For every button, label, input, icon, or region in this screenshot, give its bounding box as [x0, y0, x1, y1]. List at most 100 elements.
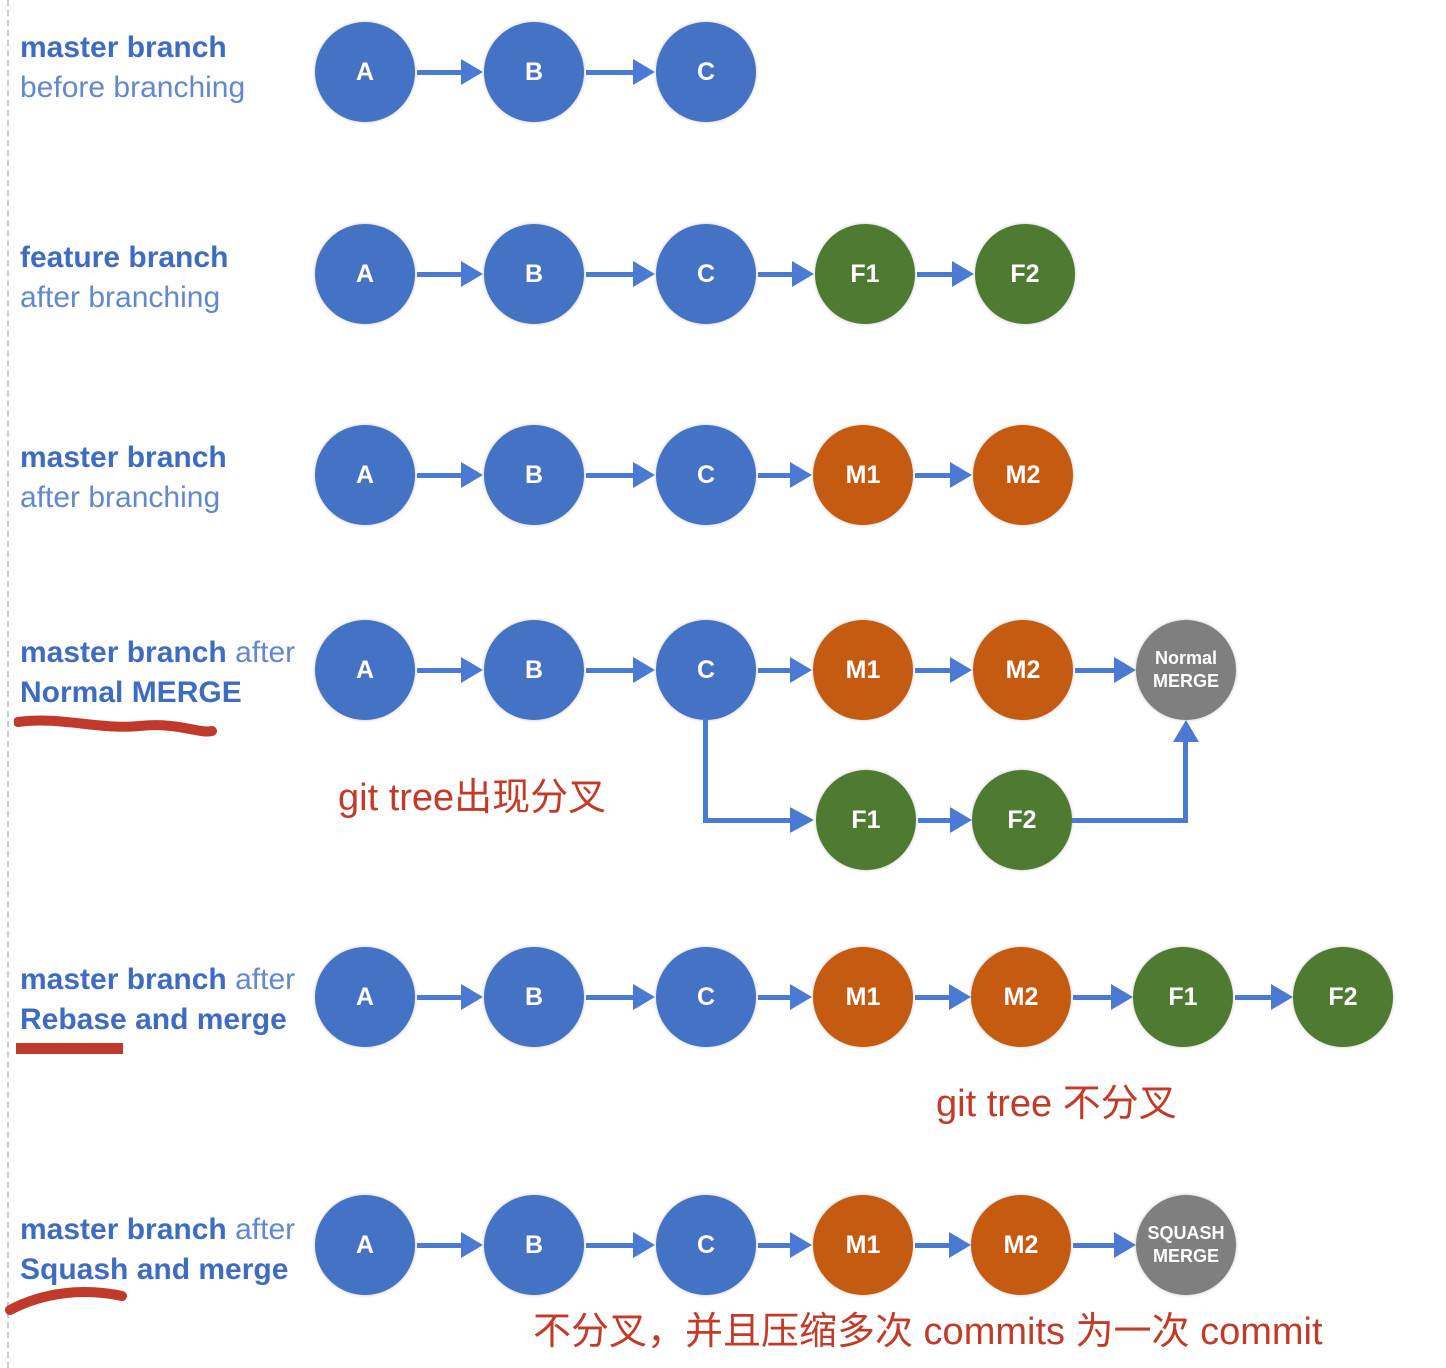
arrow-right-icon [758, 462, 812, 488]
arrow-right-icon [758, 261, 814, 287]
arrowhead-up-icon [1173, 720, 1199, 742]
commit-node-b: B [484, 620, 584, 720]
row-title-normal-merge: master branch after Normal MERGE [20, 633, 295, 713]
arrowhead-right-icon [790, 807, 814, 833]
node-label: M2 [1005, 655, 1041, 684]
commit-node-b: B [484, 425, 584, 525]
arrow-right-icon [586, 1232, 655, 1258]
title-regular: before branching [20, 71, 246, 104]
node-label: M1 [845, 982, 881, 1011]
arrow-right-icon [758, 984, 812, 1010]
arrow-right-icon [586, 984, 655, 1010]
fork-connector-down [703, 718, 708, 822]
node-label: M1 [845, 460, 881, 489]
commit-node-a: A [315, 22, 415, 122]
commit-node-f2: F2 [975, 224, 1075, 324]
title-regular: after [235, 636, 296, 669]
commit-node-c: C [656, 224, 756, 324]
node-label: M2 [1003, 1230, 1039, 1259]
node-label: F1 [850, 259, 880, 288]
row-title-feature-after: feature branch after branching [20, 238, 228, 318]
commit-node-a: A [315, 1195, 415, 1295]
title-bold: master branch [20, 963, 227, 996]
arrow-right-icon [586, 261, 655, 287]
title-bold: master branch [20, 441, 227, 474]
commit-node-a: A [315, 425, 415, 525]
merge-label-line1: Normal [1154, 648, 1217, 668]
annotation-fork: git tree出现分叉 [338, 777, 607, 819]
arrow-right-icon [917, 261, 974, 287]
merge-connector-up [1183, 740, 1188, 822]
node-label: F2 [1328, 982, 1358, 1011]
red-underline-bar [16, 1043, 123, 1054]
node-label: F1 [1168, 982, 1198, 1011]
row-title-master-after: master branch after branching [20, 438, 227, 518]
title-regular: after [235, 963, 296, 996]
fork-connector-across [703, 818, 791, 823]
arrow-right-icon [417, 261, 483, 287]
node-label: A [355, 460, 375, 489]
title-bold: Normal MERGE [20, 676, 242, 709]
commit-node-c: C [656, 947, 756, 1047]
arrow-right-icon [1073, 1232, 1136, 1258]
arrow-right-icon [417, 984, 483, 1010]
annotation-no-fork: git tree 不分叉 [936, 1083, 1177, 1125]
node-label: A [355, 259, 375, 288]
node-label: B [524, 460, 544, 489]
row-title-squash-merge: master branch after Squash and merge [20, 1210, 295, 1290]
commit-node-c: C [656, 425, 756, 525]
node-label: A [355, 1230, 375, 1259]
merge-label-line2: MERGE [1152, 671, 1219, 691]
commit-node-f1: F1 [816, 770, 916, 870]
node-label: M2 [1005, 460, 1041, 489]
title-bold: Squash and merge [20, 1253, 289, 1286]
merge-label-line2: MERGE [1152, 1246, 1219, 1266]
node-label: C [696, 1230, 716, 1259]
node-label: B [524, 1230, 544, 1259]
commit-node-b: B [484, 224, 584, 324]
commit-node-c: C [656, 1195, 756, 1295]
commit-node-a: A [315, 224, 415, 324]
title-bold: feature branch [20, 241, 229, 274]
merge-connector-across [1072, 818, 1188, 823]
arrow-right-icon [915, 657, 972, 683]
merge-node-normal: Normal MERGE [1136, 620, 1236, 720]
annotation-squash: 不分叉，并且压缩多次 commits 为一次 commit [533, 1311, 1323, 1353]
title-regular: after branching [20, 481, 221, 514]
merge-node-squash: SQUASH MERGE [1136, 1195, 1236, 1295]
node-label: C [696, 259, 716, 288]
arrow-right-icon [417, 1232, 483, 1258]
commit-node-a: A [315, 947, 415, 1047]
node-label: F1 [851, 805, 881, 834]
commit-node-m1: M1 [813, 425, 913, 525]
commit-node-c: C [656, 620, 756, 720]
commit-node-f2: F2 [972, 770, 1072, 870]
arrow-right-icon [1075, 657, 1136, 683]
commit-node-m2: M2 [971, 947, 1071, 1047]
node-label: A [355, 57, 375, 86]
arrow-right-icon [417, 59, 483, 85]
arrow-right-icon [1235, 984, 1293, 1010]
node-label: M2 [1003, 982, 1039, 1011]
arrow-right-icon [586, 462, 655, 488]
node-label: F2 [1007, 805, 1037, 834]
commit-node-b: B [484, 22, 584, 122]
node-label: A [355, 982, 375, 1011]
node-label: B [524, 57, 544, 86]
node-label: C [696, 460, 716, 489]
node-label: M1 [845, 1230, 881, 1259]
commit-node-m2: M2 [973, 620, 1073, 720]
node-label: B [524, 655, 544, 684]
title-bold: master branch [20, 31, 227, 64]
node-label: M1 [845, 655, 881, 684]
node-label: C [696, 57, 716, 86]
commit-node-b: B [484, 947, 584, 1047]
row-title-rebase-merge: master branch after Rebase and merge [20, 960, 295, 1040]
arrow-right-icon [758, 1232, 812, 1258]
arrow-right-icon [915, 984, 971, 1010]
title-regular: after [235, 1213, 296, 1246]
commit-node-c: C [656, 22, 756, 122]
commit-node-m1: M1 [813, 620, 913, 720]
arrow-right-icon [918, 807, 972, 833]
title-bold: Rebase and merge [20, 1003, 287, 1036]
